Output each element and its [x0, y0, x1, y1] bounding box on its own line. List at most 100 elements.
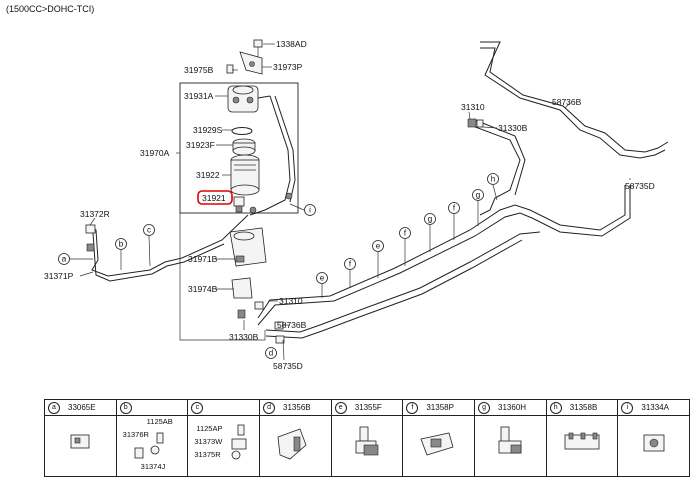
svg-text:g: g [476, 191, 480, 200]
label-31975b: 31975B [184, 65, 214, 75]
filter-head-31931a-part [227, 85, 271, 113]
legend-c-sub-1: 1125AP [196, 424, 223, 433]
legend-code-d: 31356B [283, 403, 311, 412]
legend-cell-a: a 33065E [45, 400, 117, 476]
label-31929s: 31929S [193, 125, 223, 135]
callout-a-icon: a [58, 253, 93, 265]
filter-assembly-box [179, 82, 299, 214]
label-31310-lower: 31310 [279, 296, 303, 306]
filter-element-31923f-part [232, 138, 256, 156]
label-31330b-lower: 31330B [229, 332, 259, 342]
callout-d-text: d [269, 349, 273, 358]
legend-letter-a: a [48, 401, 60, 414]
callout-c-text: c [147, 226, 151, 235]
legend-letter-d: d [263, 401, 276, 414]
fuel-feed-pipe [257, 185, 626, 319]
legend-letter-b: b [119, 401, 132, 414]
callout-g-icon: g g [424, 189, 484, 252]
parts-legend-table: a 33065E b 1125AB 31376R 31374J c 1125AP … [44, 399, 690, 477]
clip-33065e-icon [70, 434, 90, 449]
fuel-return-pipe [265, 231, 541, 333]
label-31971b: 31971B [188, 254, 218, 264]
legend-letter-f: f [406, 401, 419, 414]
clip-31356b-icon [277, 428, 307, 460]
legend-code-a: 33065E [68, 403, 96, 412]
legend-letter-i: i [621, 401, 634, 414]
legend-b-sub-2: 31376R [122, 430, 149, 439]
engine-spec-header: (1500CC>DOHC-TCI) [6, 4, 95, 14]
o-ring-31929s-part [231, 127, 253, 135]
callout-a-text: a [62, 255, 67, 264]
callout-f-icon: f f f [344, 202, 460, 288]
legend-code-i: 31334A [641, 403, 669, 412]
legend-letter-g: g [478, 401, 491, 414]
label-31922: 31922 [196, 170, 220, 180]
legend-b-sub-1: 1125AB [146, 417, 173, 426]
callout-c-icon: c [143, 224, 155, 267]
callout-g-text: g [428, 215, 432, 224]
legend-letter-c: c [191, 401, 204, 414]
connector-31372r-part [85, 224, 96, 234]
callout-b-text: b [119, 240, 124, 249]
label-31371p: 31371P [44, 271, 74, 281]
svg-text:f: f [453, 204, 456, 213]
legend-cell-e: e 31355F [331, 400, 404, 476]
callout-i-text: i [309, 206, 311, 215]
label-31330b-upper: 31330B [498, 123, 528, 133]
fuel-pipe-31310 [469, 124, 521, 216]
label-58736b-lower: 58736B [277, 320, 307, 330]
callout-h-text: h [491, 175, 495, 184]
legend-code-e: 31355F [354, 403, 382, 412]
legend-b-sub-3: 31374J [140, 462, 166, 471]
legend-cell-c: c 1125AP 31373W 31375R [188, 400, 261, 476]
svg-text:e: e [376, 242, 381, 251]
clip-31334a-icon [643, 434, 665, 452]
callout-h-icon: h [487, 173, 499, 201]
fuel-filter-31922-part [230, 154, 260, 196]
label-31921: 31921 [202, 193, 226, 203]
label-31310-upper: 31310 [461, 102, 485, 112]
legend-letter-e: e [334, 401, 347, 414]
legend-cell-b: b 1125AB 31376R 31374J [116, 400, 189, 476]
svg-text:f: f [349, 260, 352, 269]
clamp-set-c-icon [231, 424, 247, 460]
clip-31358b-icon [564, 432, 600, 450]
clamp-set-b-icon [134, 432, 164, 459]
bracket-31973p-part [239, 51, 263, 75]
label-31923f: 31923F [186, 140, 215, 150]
clip-31355f-icon [355, 426, 378, 456]
label-58736b-upper: 58736B [552, 97, 582, 107]
callout-d-icon: d [265, 347, 277, 359]
callout-b-icon: b [115, 238, 127, 270]
bracket-31974b-part [231, 277, 253, 299]
label-31372r: 31372R [80, 209, 110, 219]
label-31973p: 31973P [273, 62, 303, 72]
drain-plug-31921-part [233, 196, 245, 213]
legend-c-sub-3: 31375R [194, 450, 221, 459]
clip-31358p-icon [420, 432, 454, 456]
callout-e-icon: e e [316, 240, 384, 298]
label-58735d-lower: 58735D [273, 361, 303, 371]
callout-i-icon: i [289, 203, 316, 216]
leader-lines [79, 43, 631, 361]
label-31974b: 31974B [188, 284, 218, 294]
legend-cell-f: f 31358P [403, 400, 476, 476]
screw-31975b-part [226, 64, 234, 74]
legend-cell-i: i 31334A [618, 400, 690, 476]
callout-e-text: e [320, 274, 325, 283]
clip-31360h-icon [498, 426, 522, 454]
legend-code-h: 31358B [569, 403, 598, 412]
fuel-pipe-31371p [87, 214, 249, 277]
label-31970a: 31970A [140, 148, 170, 158]
label-58735d-upper: 58735D [625, 181, 655, 191]
legend-cell-d: d 31356B [260, 400, 332, 476]
highlight-31921-box [197, 190, 233, 205]
label-31931a: 31931A [184, 91, 214, 101]
legend-code-f: 31358P [426, 403, 454, 412]
callout-f-text: f [404, 229, 407, 238]
bolt-1338ad-part [253, 39, 263, 58]
legend-c-sub-2: 31373W [194, 437, 223, 446]
